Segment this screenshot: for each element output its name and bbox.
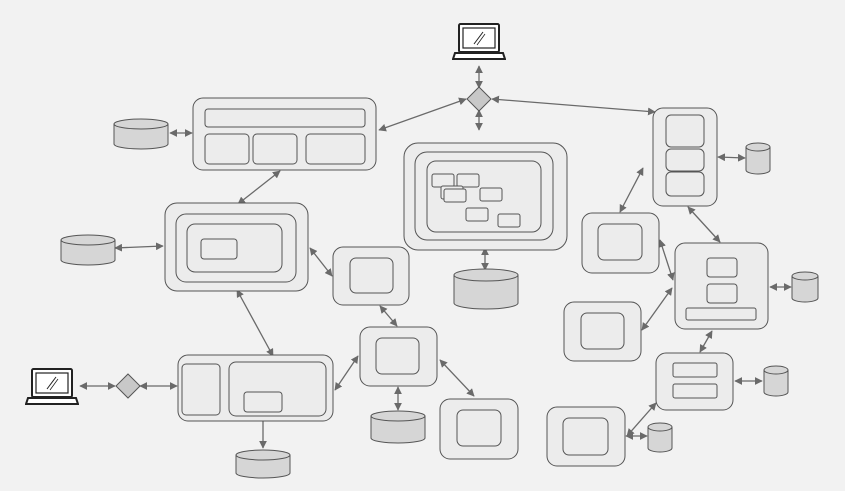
connector: [114, 242, 164, 252]
connector: [334, 355, 359, 391]
connector: [236, 289, 274, 357]
connector: [717, 153, 746, 162]
connector: [687, 206, 721, 243]
connector: [699, 330, 713, 353]
database-icon: [745, 142, 771, 175]
router-diamond-icon: [466, 86, 492, 112]
service-left-middle: [164, 202, 309, 292]
database-icon: [370, 410, 426, 444]
service-bottom-left: [177, 354, 334, 422]
service-small-center: [332, 246, 410, 306]
router-diamond-icon: [115, 373, 141, 399]
connector: [641, 287, 673, 331]
service-right-lower: [563, 301, 642, 362]
service-bottom-center: [439, 398, 519, 460]
connector: [237, 170, 281, 205]
connectors: [79, 65, 792, 449]
database-icon: [647, 422, 673, 453]
service-top-left: [192, 97, 377, 171]
connector: [626, 402, 657, 437]
connector: [439, 359, 475, 397]
laptop-icon: [452, 23, 506, 60]
database-icon: [60, 234, 116, 266]
service-center-cluster: [403, 142, 568, 251]
database-icon: [113, 118, 169, 150]
service-right-top: [652, 107, 718, 207]
laptop-icon: [25, 368, 79, 405]
connector: [491, 95, 656, 116]
database-icon: [453, 268, 519, 310]
database-icon: [791, 271, 819, 303]
connector: [379, 305, 398, 327]
database-icon: [763, 365, 789, 397]
connector: [378, 97, 467, 132]
connector: [619, 167, 644, 213]
service-bottom-right: [546, 406, 626, 467]
service-right-middle: [581, 212, 660, 274]
service-right-hub: [674, 242, 769, 330]
service-right-bottom: [655, 352, 734, 411]
connector: [309, 247, 333, 277]
connector: [658, 239, 675, 281]
service-lower-center: [359, 326, 438, 387]
database-icon: [235, 449, 291, 479]
